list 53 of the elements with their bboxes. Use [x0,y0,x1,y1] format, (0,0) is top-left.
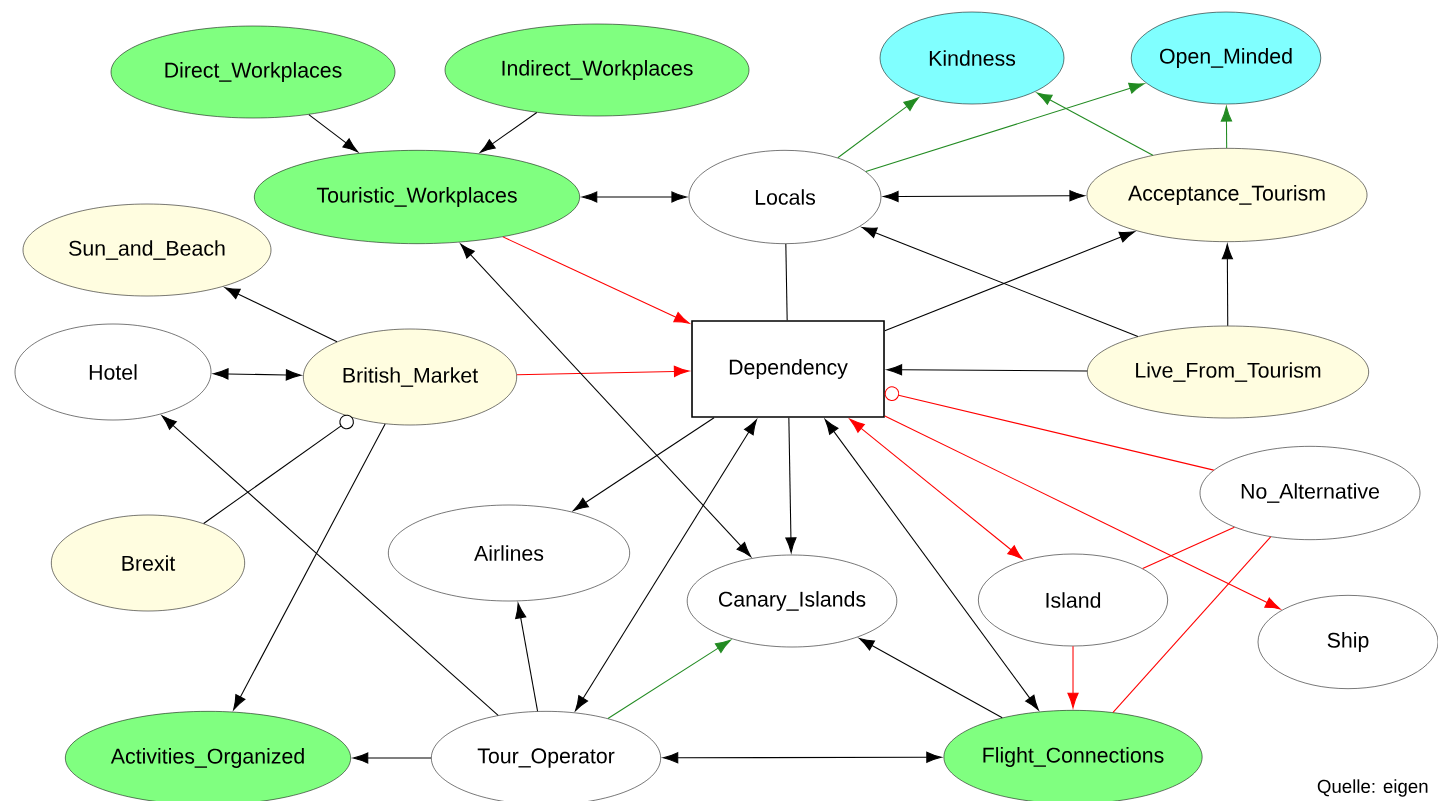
arrow [502,236,690,324]
ellipse-node: Acceptance_Tourism [1086,148,1368,242]
arrow [213,368,302,381]
ellipse-node: Open_Minded [1130,11,1322,105]
arrow [884,415,1281,610]
arrow [161,415,499,716]
arrow [837,97,920,159]
ellipse-node: Island [978,553,1168,647]
arrow [224,287,338,343]
ellipse-node: Touristic_Workplaces [254,150,580,244]
arrow [886,364,1088,376]
arrow [575,419,757,712]
arrow [884,386,1215,471]
arrow [785,417,797,553]
arrow [858,637,1003,719]
ellipse-node: Airlines [388,504,630,602]
arrow [573,417,715,511]
ellipse-node: Kindness [879,11,1065,105]
arrow [884,231,1135,332]
arrow [607,639,731,719]
ellipse-node: Brexit [51,514,245,612]
ellipse-node: Canary_Islands [686,554,898,648]
ellipse-node: Sun_and_Beach [22,203,272,297]
ellipse-node: British_Market [303,328,517,426]
arrow [824,419,1039,711]
arrow [1221,243,1233,327]
arrow [233,423,386,711]
arrow [1067,645,1079,709]
arrow [883,190,1085,203]
arrow [1036,92,1154,156]
arrow [515,602,539,712]
ellipse-node: Indirect_Workplaces [444,23,750,117]
arrow [861,226,1139,337]
arrow [865,82,1145,173]
ellipse-node: Flight_Connections [943,710,1203,801]
ellipse-node: Live_From_Tourism [1087,325,1369,419]
arrow [203,414,354,525]
arrow [849,418,1023,560]
ellipse-node: Direct_Workplaces [110,25,396,119]
ellipse-node: Hotel [14,323,212,421]
process-box: Dependency [691,320,885,418]
arrow [308,114,359,153]
source-note: Quelle: eigen [1317,779,1428,797]
arrow [662,751,942,764]
ellipse-node: Activities_Organized [65,711,351,801]
arrow [516,365,690,378]
ellipse-node: No_Alternative [1199,446,1421,540]
ellipse-node: Locals [688,150,882,244]
arrow [352,752,432,764]
arrow [581,191,687,203]
arrow [460,243,752,557]
arrow [1220,106,1233,149]
arrow [480,111,538,153]
